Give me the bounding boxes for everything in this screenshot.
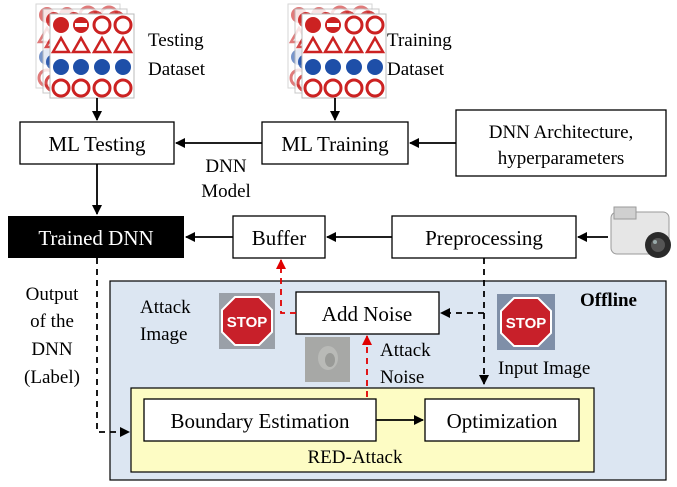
arrow-add-noise-to-buffer bbox=[276, 259, 296, 314]
output-label-2: of the bbox=[30, 311, 74, 332]
dnn-architecture-label-1: DNN Architecture, bbox=[489, 122, 634, 143]
dnn-model-label-1: DNN bbox=[205, 156, 246, 177]
training-dataset-label-2: Dataset bbox=[387, 59, 445, 80]
attack-noise-image bbox=[305, 337, 350, 382]
training-dataset-label-1: Training bbox=[387, 30, 452, 51]
input-image-stop-sign: STOP bbox=[497, 294, 555, 350]
trained-dnn-label: Trained DNN bbox=[38, 226, 153, 250]
attack-image-stop-text: STOP bbox=[227, 314, 268, 331]
boundary-estimation-label: Boundary Estimation bbox=[170, 409, 350, 433]
arrow-output-to-red-attack bbox=[96, 258, 130, 437]
attack-image-stop-sign: STOP bbox=[219, 293, 275, 349]
optimization-box: Optimization bbox=[424, 398, 580, 442]
dnn-model-label-2: Model bbox=[201, 181, 251, 202]
dnn-architecture-label-2: hyperparameters bbox=[498, 148, 625, 169]
optimization-label: Optimization bbox=[447, 409, 558, 433]
buffer-box: Buffer bbox=[232, 215, 326, 259]
red-attack-label: RED-Attack bbox=[308, 447, 403, 468]
trained-dnn-box: Trained DNN bbox=[8, 216, 184, 258]
input-image-label: Input Image bbox=[498, 358, 590, 379]
preprocessing-box: Preprocessing bbox=[391, 215, 577, 259]
testing-dataset-label-2: Dataset bbox=[148, 59, 206, 80]
dnn-architecture-box: DNN Architecture, hyperparameters bbox=[455, 109, 667, 177]
testing-dataset-icon bbox=[34, 2, 136, 100]
output-label-4: (Label) bbox=[24, 367, 80, 388]
ml-training-box: ML Training bbox=[261, 121, 409, 165]
boundary-estimation-box: Boundary Estimation bbox=[143, 398, 377, 442]
camera-icon bbox=[610, 206, 671, 258]
testing-dataset-label-1: Testing bbox=[148, 30, 204, 51]
attack-image-label-2: Image bbox=[140, 324, 187, 345]
offline-label: Offline bbox=[580, 290, 637, 311]
attack-noise-label-1: Attack bbox=[380, 340, 431, 361]
training-dataset-icon bbox=[286, 2, 388, 100]
add-noise-label: Add Noise bbox=[322, 302, 412, 326]
ml-testing-box: ML Testing bbox=[19, 121, 175, 165]
attack-noise-label-2: Noise bbox=[380, 367, 424, 388]
ml-training-label: ML Training bbox=[281, 132, 389, 156]
attack-image-label-1: Attack bbox=[140, 297, 191, 318]
add-noise-box: Add Noise bbox=[295, 291, 440, 335]
output-label-1: Output bbox=[26, 284, 80, 305]
buffer-label: Buffer bbox=[252, 226, 306, 250]
input-image-stop-text: STOP bbox=[506, 315, 547, 332]
ml-testing-label: ML Testing bbox=[48, 132, 146, 156]
output-label-3: DNN bbox=[31, 339, 72, 360]
preprocessing-label: Preprocessing bbox=[425, 226, 543, 250]
